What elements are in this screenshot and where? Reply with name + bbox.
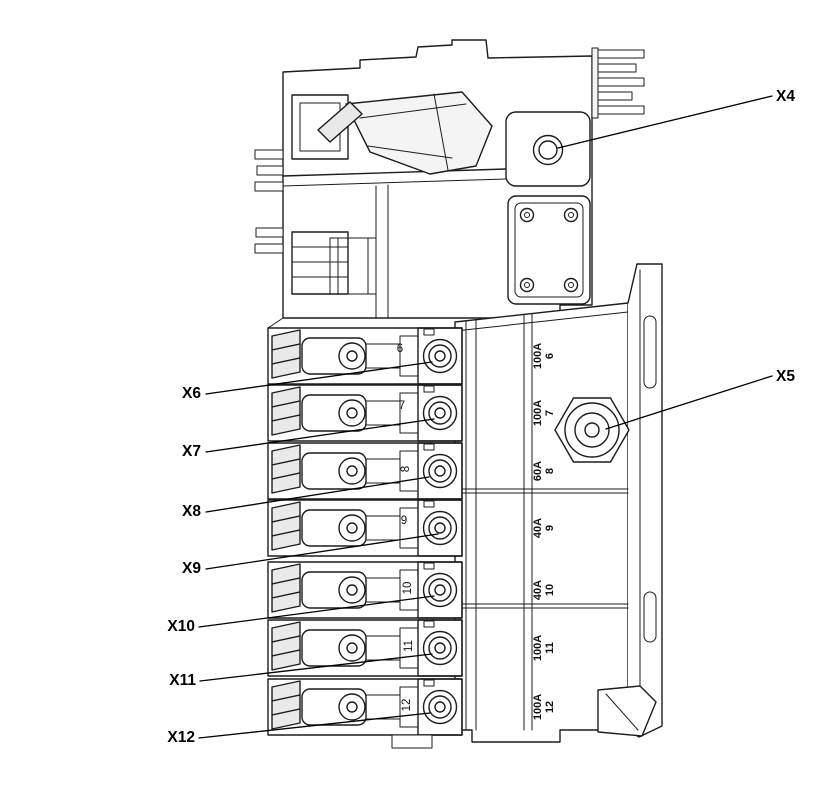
terminal-number-7: 7 [399,400,405,412]
terminal-number-11: 11 [403,640,415,652]
fuse-rating-6: 100A 6 [532,343,556,369]
terminal-number-labels: 6 7 8 9 10 11 12 [397,343,415,711]
stack-bottom-tab [391,734,433,749]
lower-plate [507,195,591,305]
svg-text:7: 7 [544,410,556,416]
terminal-number-6: 6 [397,343,403,355]
callout-leader-x9 [205,533,439,570]
svg-text:9: 9 [544,525,556,531]
callout-label-x11: X11 [169,672,196,689]
inner-box [329,237,377,295]
fuse-rating-labels: 100A 6 100A 7 60A 8 40A 9 40A 10 100A 11 [532,343,556,720]
terminal-number-8: 8 [400,466,412,472]
callout-leader-x10 [198,595,435,628]
callout-leader-x8 [205,476,430,513]
terminal-row-7 [267,384,463,442]
terminal-row-8 [267,442,463,500]
callout-leaders [198,95,773,739]
svg-text:8: 8 [544,468,556,474]
callout-leader-x11 [199,653,433,682]
lever [317,91,493,175]
svg-text:100A: 100A [532,635,544,661]
callout-label-x12: X12 [167,729,195,746]
fuse-rating-10: 40A 10 [532,580,556,600]
terminal-row-10 [267,561,463,619]
callout-label-x9: X9 [182,560,201,577]
callout-label-x8: X8 [182,503,201,520]
fuse-rating-11: 100A 11 [532,635,556,661]
terminal-row-12 [267,678,463,736]
callout-leader-x12 [198,712,431,739]
fuse-rating-12: 100A 12 [532,694,556,720]
terminal-row-9 [267,499,463,557]
svg-text:12: 12 [544,701,556,713]
callout-leader-x7 [205,418,435,453]
bolt-hole-x4 [532,134,564,166]
terminal-number-9: 9 [401,515,407,527]
callout-label-x6: X6 [182,385,201,402]
svg-text:100A: 100A [532,694,544,720]
mounting-tab [505,111,591,187]
right-rail [627,263,663,738]
hex-stud-x5 [554,397,630,463]
top-right-comb [591,47,645,119]
svg-text:6: 6 [544,353,556,359]
svg-text:100A: 100A [532,400,544,426]
terminal-number-12: 12 [401,699,413,712]
svg-text:60A: 60A [532,461,544,481]
fuse-rating-8: 60A 8 [532,461,556,481]
callout-label-x10: X10 [167,618,195,635]
terminal-stack [267,327,463,749]
svg-text:40A: 40A [532,518,544,538]
lower-window [291,231,349,295]
svg-text:40A: 40A [532,580,544,600]
callout-label-x4: X4 [776,88,795,105]
callout-leader-x5 [605,375,773,430]
callout-label-x7: X7 [182,443,201,460]
left-comb [254,149,284,254]
callout-leader-x6 [205,361,433,395]
callout-labels: X4 X5 X6 X7 X8 X9 X10 X11 X12 [167,88,795,746]
fuse-rating-9: 40A 9 [532,518,556,538]
main-body [454,263,663,743]
terminal-row-6 [267,327,463,385]
bottom-foot [597,685,657,737]
svg-text:11: 11 [544,642,556,654]
svg-text:10: 10 [544,584,556,596]
terminal-number-10: 10 [402,582,414,595]
callout-label-x5: X5 [776,368,795,385]
top-housing [254,39,645,329]
terminal-row-11 [267,619,463,677]
callout-leader-x4 [557,95,773,149]
svg-text:100A: 100A [532,343,544,369]
fuse-rating-7: 100A 7 [532,400,556,426]
